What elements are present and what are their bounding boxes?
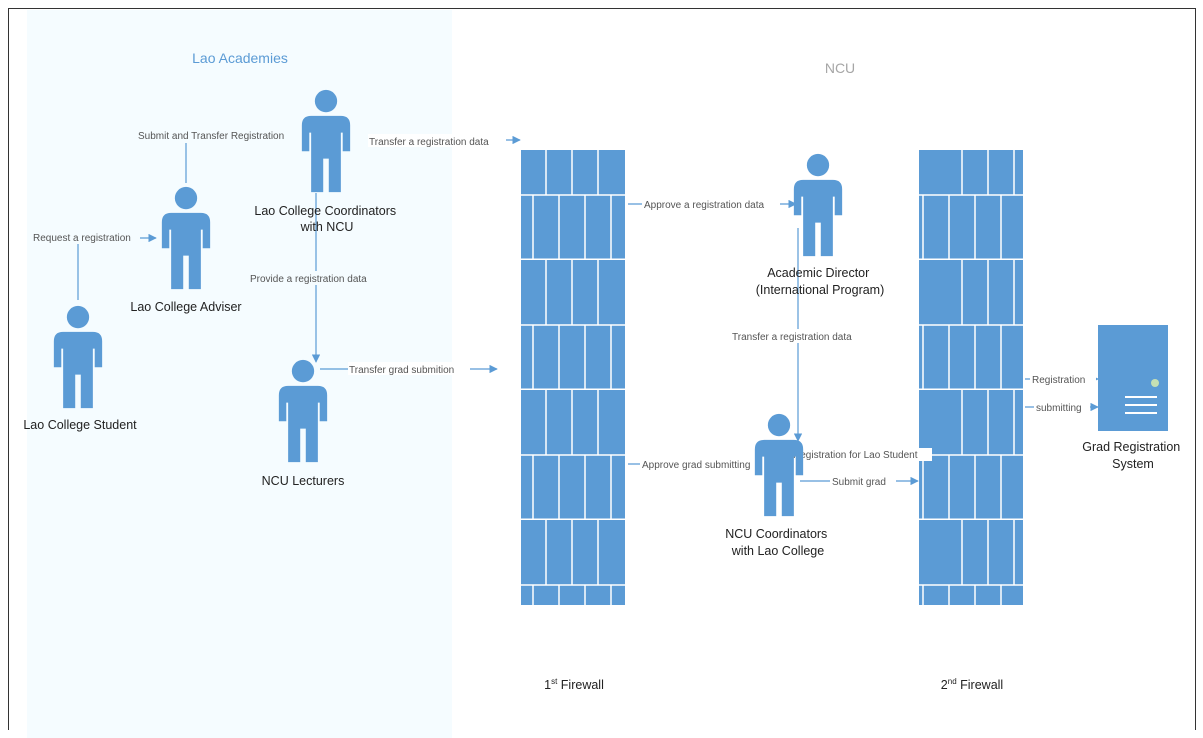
- first-firewall-label: 1st Firewall: [544, 677, 604, 692]
- registration-label: Registration: [1032, 375, 1085, 386]
- lao-coordinators-label: Lao College Coordinators with NCU: [254, 204, 399, 234]
- submit-grad-label: Submit grad: [832, 477, 886, 488]
- adviser-label: Lao College Adviser: [130, 300, 241, 314]
- transfer-data-2-label: Transfer a registration data: [732, 332, 852, 343]
- request-registration-label: Request a registration: [33, 233, 131, 244]
- transfer-grad-label: Transfer grad submition: [349, 365, 454, 376]
- student-label: Lao College Student: [23, 418, 137, 432]
- second-firewall-label: 2nd Firewall: [941, 677, 1003, 692]
- grad-system-label: Grad Registration System: [1082, 440, 1183, 471]
- server-icon: [1098, 325, 1168, 431]
- approve-grad-label: Approve grad submitting: [642, 460, 750, 471]
- ncu-zone-title: NCU: [825, 60, 855, 76]
- second-firewall: [919, 150, 1023, 605]
- lao-zone-title: Lao Academies: [192, 50, 288, 66]
- approve-data-label: Approve a registration data: [644, 200, 765, 211]
- first-firewall: [521, 150, 625, 605]
- submit-transfer-label: Submit and Transfer Registration: [138, 131, 284, 142]
- registration-lao-label: Registration for Lao Student: [793, 450, 918, 461]
- ncu-coordinators-actor-icon: [754, 413, 804, 517]
- provide-data-label: Provide a registration data: [250, 274, 367, 285]
- transfer-data-label: Transfer a registration data: [369, 137, 489, 148]
- ncu-coordinators-label: NCU Coordinators with Lao College: [725, 527, 831, 558]
- lecturers-label: NCU Lecturers: [262, 474, 345, 488]
- submitting-label: submitting: [1036, 403, 1082, 414]
- director-actor-icon: [793, 153, 843, 257]
- director-label: Academic Director (International Program…: [756, 266, 885, 297]
